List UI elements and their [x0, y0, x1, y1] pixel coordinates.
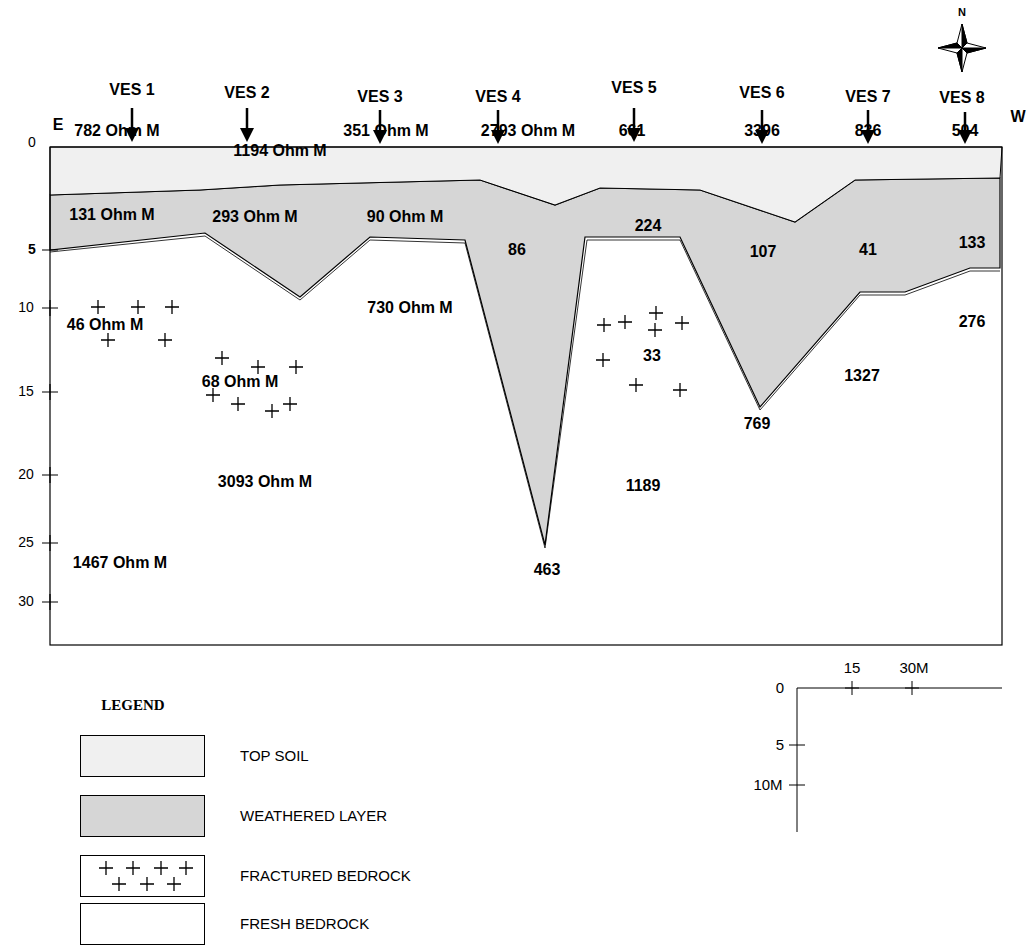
resistivity-value: 3396 — [744, 122, 780, 140]
resistivity-value: 131 Ohm M — [69, 206, 154, 224]
direction-letter: W — [1010, 108, 1025, 126]
cross-symbol — [126, 861, 140, 875]
resistivity-value: 1327 — [844, 367, 880, 385]
resistivity-value: 46 Ohm M — [67, 316, 143, 334]
weathered-layer — [50, 178, 1000, 545]
scale-value: 0 — [776, 680, 784, 697]
cross-symbol — [112, 877, 126, 891]
direction-letter: E — [53, 116, 64, 134]
resistivity-value: 504 — [952, 122, 979, 140]
resistivity-value: 1467 Ohm M — [73, 554, 167, 572]
resistivity-value: 1194 Ohm M — [233, 142, 326, 160]
ves-label: VES 5 — [611, 79, 656, 97]
resistivity-value: 782 Ohm M — [74, 122, 159, 140]
depth-value: 15 — [18, 384, 34, 399]
resistivity-value: 90 Ohm M — [367, 208, 443, 226]
fracture-pattern — [81, 856, 204, 896]
ves-label: VES 6 — [739, 84, 784, 102]
scale-bar — [789, 681, 1002, 832]
legend-swatch — [80, 795, 205, 837]
layer-boundary — [50, 236, 1000, 548]
compass-letter: N — [958, 6, 966, 18]
resistivity-value: 661 — [619, 122, 646, 140]
resistivity-value: 224 — [635, 217, 662, 235]
resistivity-value: 836 — [855, 122, 882, 140]
ves-label: VES 8 — [939, 89, 984, 107]
resistivity-value: 276 — [959, 313, 986, 331]
depth-value: 10 — [18, 300, 34, 315]
resistivity-value: 41 — [859, 241, 877, 259]
depth-value: 20 — [18, 467, 34, 482]
top-soil — [50, 147, 1002, 222]
cross-symbol — [99, 861, 113, 875]
resistivity-value: 1189 — [626, 477, 661, 495]
depth-value: 5 — [28, 242, 36, 257]
cross-symbol — [154, 861, 168, 875]
section-frame — [50, 147, 1002, 645]
resistivity-value: 86 — [508, 241, 526, 259]
ves-label: VES 3 — [357, 88, 402, 106]
legend-text: WEATHERED LAYER — [240, 808, 387, 825]
legend-text: TOP SOIL — [240, 748, 309, 765]
ves-label: VES 2 — [224, 84, 269, 102]
resistivity-value: 463 — [534, 561, 561, 579]
ves-label: VES 1 — [109, 81, 154, 99]
resistivity-value: 2793 Ohm M — [481, 122, 575, 140]
legend-swatch — [80, 735, 205, 777]
resistivity-value: 33 — [643, 347, 661, 365]
cross-symbol — [140, 877, 154, 891]
fractured-crosses — [91, 300, 689, 418]
scale-value: 10M — [753, 777, 782, 794]
cross-symbol — [179, 861, 193, 875]
resistivity-value: 769 — [744, 415, 771, 433]
ves-label: VES 4 — [475, 88, 520, 106]
legend-text: FRESH BEDROCK — [240, 916, 369, 933]
ves-arrows — [125, 108, 972, 144]
scale-value: 5 — [776, 737, 784, 754]
depth-value: 30 — [18, 594, 34, 609]
resistivity-value: 351 Ohm M — [343, 122, 428, 140]
depth-value: 0 — [28, 135, 36, 150]
cross-symbol — [167, 877, 181, 891]
legend-swatch — [80, 855, 205, 897]
depth-value: 25 — [18, 535, 34, 550]
ves-label: VES 7 — [845, 88, 890, 106]
legend-heading: LEGEND — [101, 697, 164, 714]
scale-value: 30M — [899, 660, 928, 677]
resistivity-value: 3093 Ohm M — [218, 473, 312, 491]
resistivity-value: 293 Ohm M — [212, 208, 297, 226]
resistivity-value: 730 Ohm M — [367, 299, 452, 317]
legend-swatch — [80, 903, 205, 945]
resistivity-value: 133 — [959, 234, 986, 252]
depth-ticks — [42, 250, 58, 610]
resistivity-value: 68 Ohm M — [202, 373, 278, 391]
legend-text: FRACTURED BEDROCK — [240, 868, 411, 885]
scale-value: 15 — [844, 660, 861, 677]
resistivity-value: 107 — [750, 243, 777, 261]
compass — [938, 24, 986, 72]
